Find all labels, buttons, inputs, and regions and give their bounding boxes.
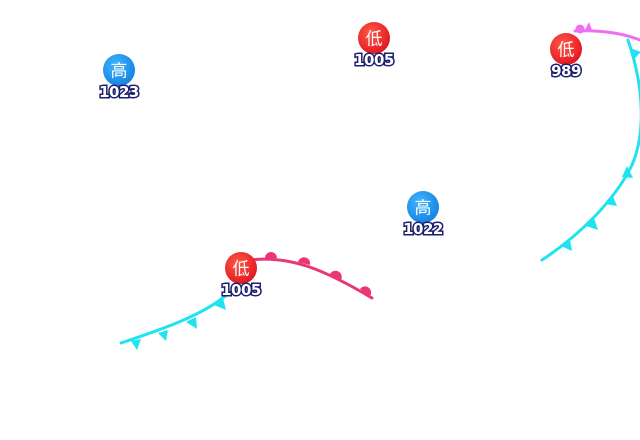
- cold-front-triangle: [586, 218, 598, 230]
- warm-front-semicircle: [360, 286, 372, 296]
- warm-front-semicircle: [298, 257, 311, 265]
- cold-front-line: [119, 290, 232, 345]
- warm-front-east[interactable]: [248, 252, 374, 300]
- high-pressure-center[interactable]: 高 1023: [98, 54, 141, 103]
- high-symbol: 高: [111, 62, 128, 82]
- low-pressure-center[interactable]: 低 989: [550, 33, 583, 82]
- pressure-value: 1005: [221, 281, 261, 299]
- cold-front-triangle: [186, 317, 197, 329]
- cold-front-triangle: [605, 194, 617, 206]
- fronts-layer: [119, 22, 640, 350]
- occluded-front-triangle: [585, 22, 592, 30]
- cold-front-triangle: [630, 48, 640, 60]
- occluded-front-northeast[interactable]: [573, 22, 640, 42]
- low-symbol: 低: [366, 30, 383, 50]
- cold-front-triangle: [131, 339, 141, 350]
- low-pressure-center[interactable]: 低 1005: [353, 22, 396, 71]
- low-pressure-icon: [225, 252, 257, 284]
- low-symbol: 低: [233, 260, 250, 280]
- pressure-value: 989: [551, 62, 581, 80]
- low-pressure-center[interactable]: 低 1005: [220, 252, 263, 301]
- cold-front-southwest[interactable]: [119, 290, 232, 350]
- cold-front-east[interactable]: [540, 38, 640, 262]
- occluded-front-semicircle: [575, 24, 585, 34]
- high-pressure-center[interactable]: 高 1022: [402, 191, 445, 240]
- low-pressure-icon: [550, 33, 582, 65]
- warm-front-semicircle: [330, 270, 342, 280]
- pressure-value: 1023: [99, 83, 139, 101]
- warm-front-semicircle: [265, 252, 277, 258]
- occluded-front-line: [573, 29, 640, 42]
- cold-front-triangle: [158, 330, 168, 341]
- high-pressure-icon: [103, 54, 135, 86]
- cold-front-triangle: [214, 298, 226, 310]
- high-symbol: 高: [415, 199, 432, 219]
- low-symbol: 低: [558, 41, 575, 61]
- pressure-centers-layer: 高 1023 低 1005 低 989 高 1022 低 1005: [98, 22, 583, 301]
- warm-front-line: [248, 257, 374, 300]
- cold-front-triangle: [561, 240, 572, 251]
- low-pressure-icon: [358, 22, 390, 54]
- pressure-value: 1022: [403, 220, 443, 238]
- cold-front-triangle: [622, 166, 633, 178]
- pressure-value: 1005: [354, 51, 394, 69]
- cold-front-line: [540, 38, 640, 262]
- high-pressure-icon: [407, 191, 439, 223]
